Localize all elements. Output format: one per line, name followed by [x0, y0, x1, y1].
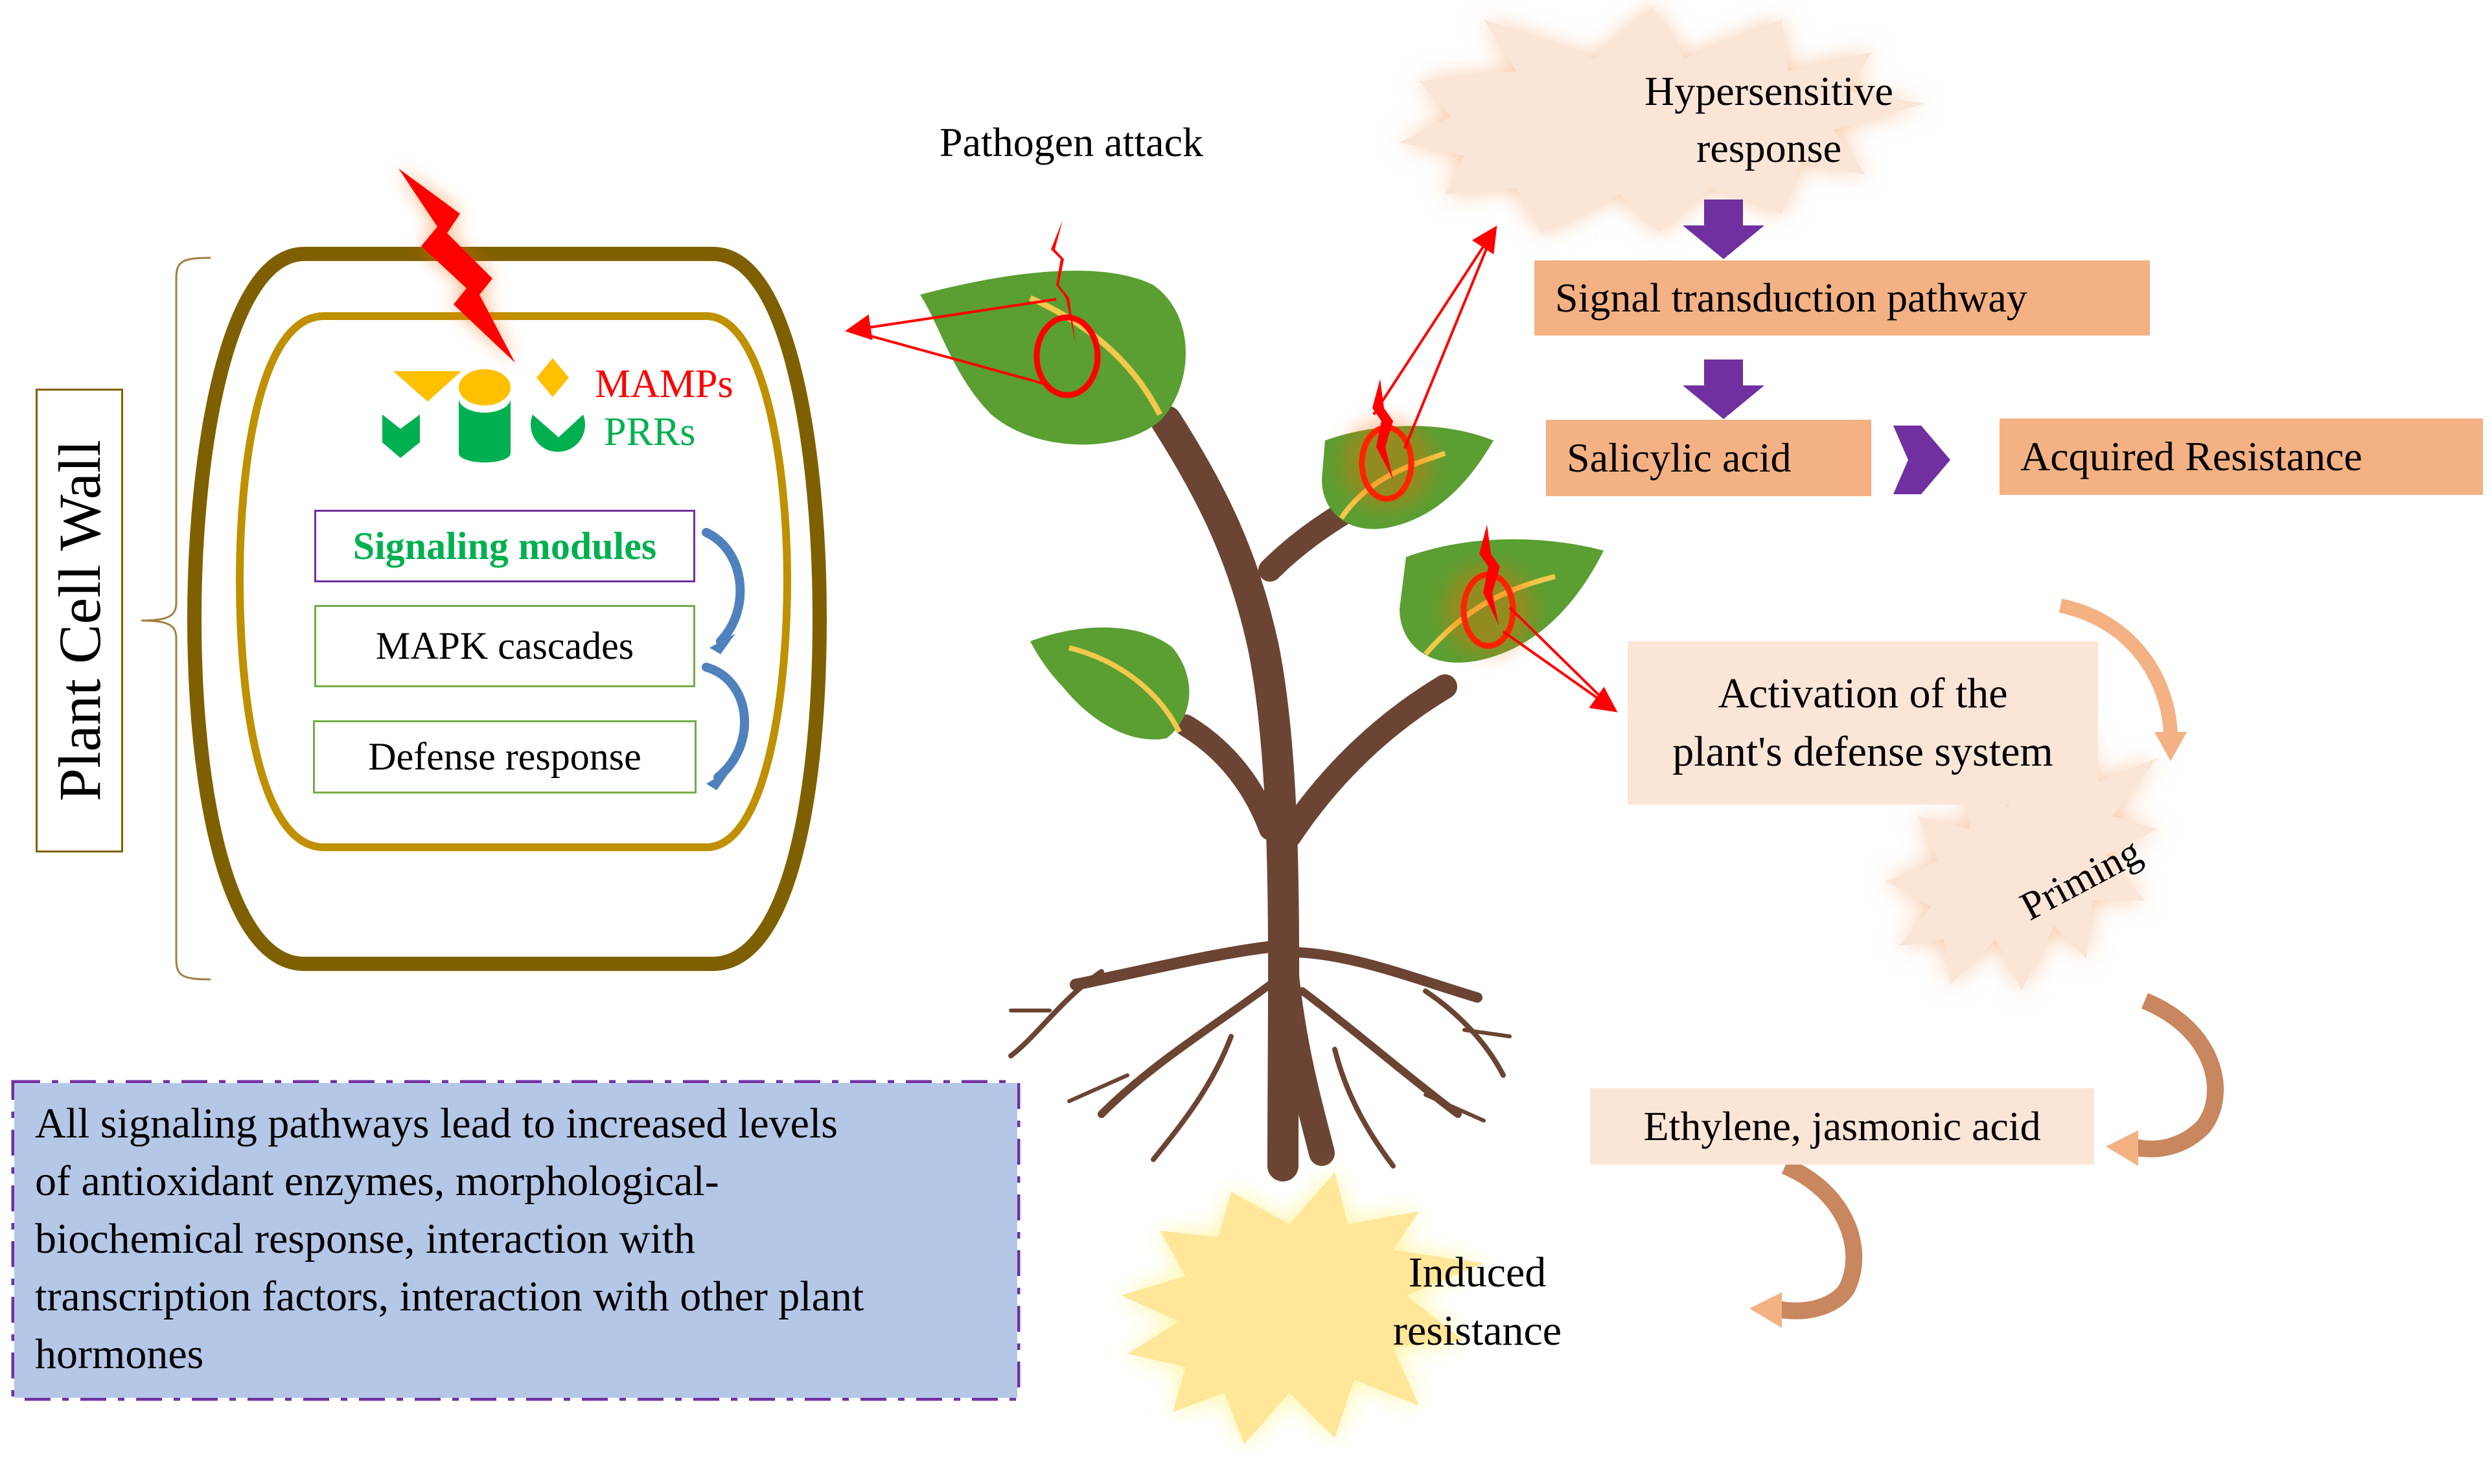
hypersensitive-burst	[1400, 6, 1924, 233]
plant-cell-wall-label-box: Plant Cell Wall	[36, 389, 123, 852]
ethylene-jasmonic-label: Ethylene, jasmonic acid	[1643, 1103, 2041, 1149]
salicylic-acid-box: Salicylic acid	[1546, 420, 1871, 496]
note-line: biochemical response, interaction with	[35, 1215, 696, 1262]
note-line: All signaling pathways lead to increased…	[35, 1100, 838, 1147]
signal-transduction-box: Signal transduction pathway	[1534, 260, 2150, 336]
curved-arrows-right	[1773, 599, 2224, 1319]
summary-note-box: All signaling pathways lead to increased…	[14, 1083, 1017, 1398]
pathogen-attack-label: Pathogen attack	[940, 119, 1203, 165]
hypersensitive-line1: Hypersensitive	[1644, 68, 1893, 114]
mapk-cascades-box: MAPK cascades	[314, 605, 695, 687]
note-line: hormones	[35, 1330, 204, 1378]
salicylic-acid-label: Salicylic acid	[1567, 435, 1792, 481]
arrow-head-2	[706, 768, 732, 790]
prrs-label: PRRs	[604, 410, 696, 454]
plant-illustration	[920, 270, 1604, 1181]
down-arrow-2	[1683, 360, 1764, 419]
induced-resistance-burst	[1121, 1172, 1484, 1444]
note-line: transcription factors, interaction with …	[35, 1273, 864, 1320]
cell-flow-arrows	[702, 528, 750, 782]
hypersensitive-line2: response	[1696, 125, 1841, 171]
activation-defense-box: Activation of the plant's defense system	[1628, 641, 2098, 805]
acquired-resistance-label: Acquired Resistance	[2020, 433, 2362, 479]
curved-arrow-head-3	[1749, 1292, 1782, 1328]
induced-line2: resistance	[1392, 1307, 1562, 1354]
activation-line1: Activation of the	[1718, 670, 2008, 717]
activation-line2: plant's defense system	[1672, 728, 2053, 775]
signaling-modules-label: Signaling modules	[352, 524, 657, 567]
note-line: of antioxidant enzymes, morphological-	[35, 1158, 719, 1205]
leaf-lower-left	[1030, 627, 1190, 740]
mapk-cascades-label: MAPK cascades	[375, 624, 634, 667]
defense-response-box: Defense response	[313, 720, 697, 793]
ethylene-jasmonic-box: Ethylene, jasmonic acid	[1590, 1088, 2094, 1165]
mamps-icon	[393, 358, 569, 405]
mamps-label: MAMPs	[595, 362, 733, 406]
hypersensitive-response-text: Hypersensitive response	[1542, 62, 1996, 178]
induced-resistance-text: Induced resistance	[1283, 1244, 1672, 1360]
red-pointer-arrows	[845, 225, 1618, 713]
lightning-icon-cell	[398, 168, 515, 363]
acquired-resistance-box: Acquired Resistance	[2000, 418, 2483, 495]
signal-transduction-label: Signal transduction pathway	[1555, 275, 2027, 321]
signaling-modules-box: Signaling modules	[314, 510, 695, 582]
down-arrow-1	[1683, 200, 1764, 259]
right-arrow-body	[1893, 426, 1950, 494]
curved-arrow-head-2	[2106, 1130, 2138, 1166]
induced-line1: Induced	[1408, 1249, 1547, 1296]
prrs-icon	[382, 398, 585, 462]
curved-arrow-head-1	[2154, 732, 2187, 761]
arrow-head-1	[710, 634, 735, 654]
leaf-top-left	[920, 270, 1186, 445]
cell-brace	[141, 257, 211, 981]
defense-response-label: Defense response	[368, 735, 641, 778]
plant-cell-wall-label: Plant Cell Wall	[46, 439, 113, 802]
